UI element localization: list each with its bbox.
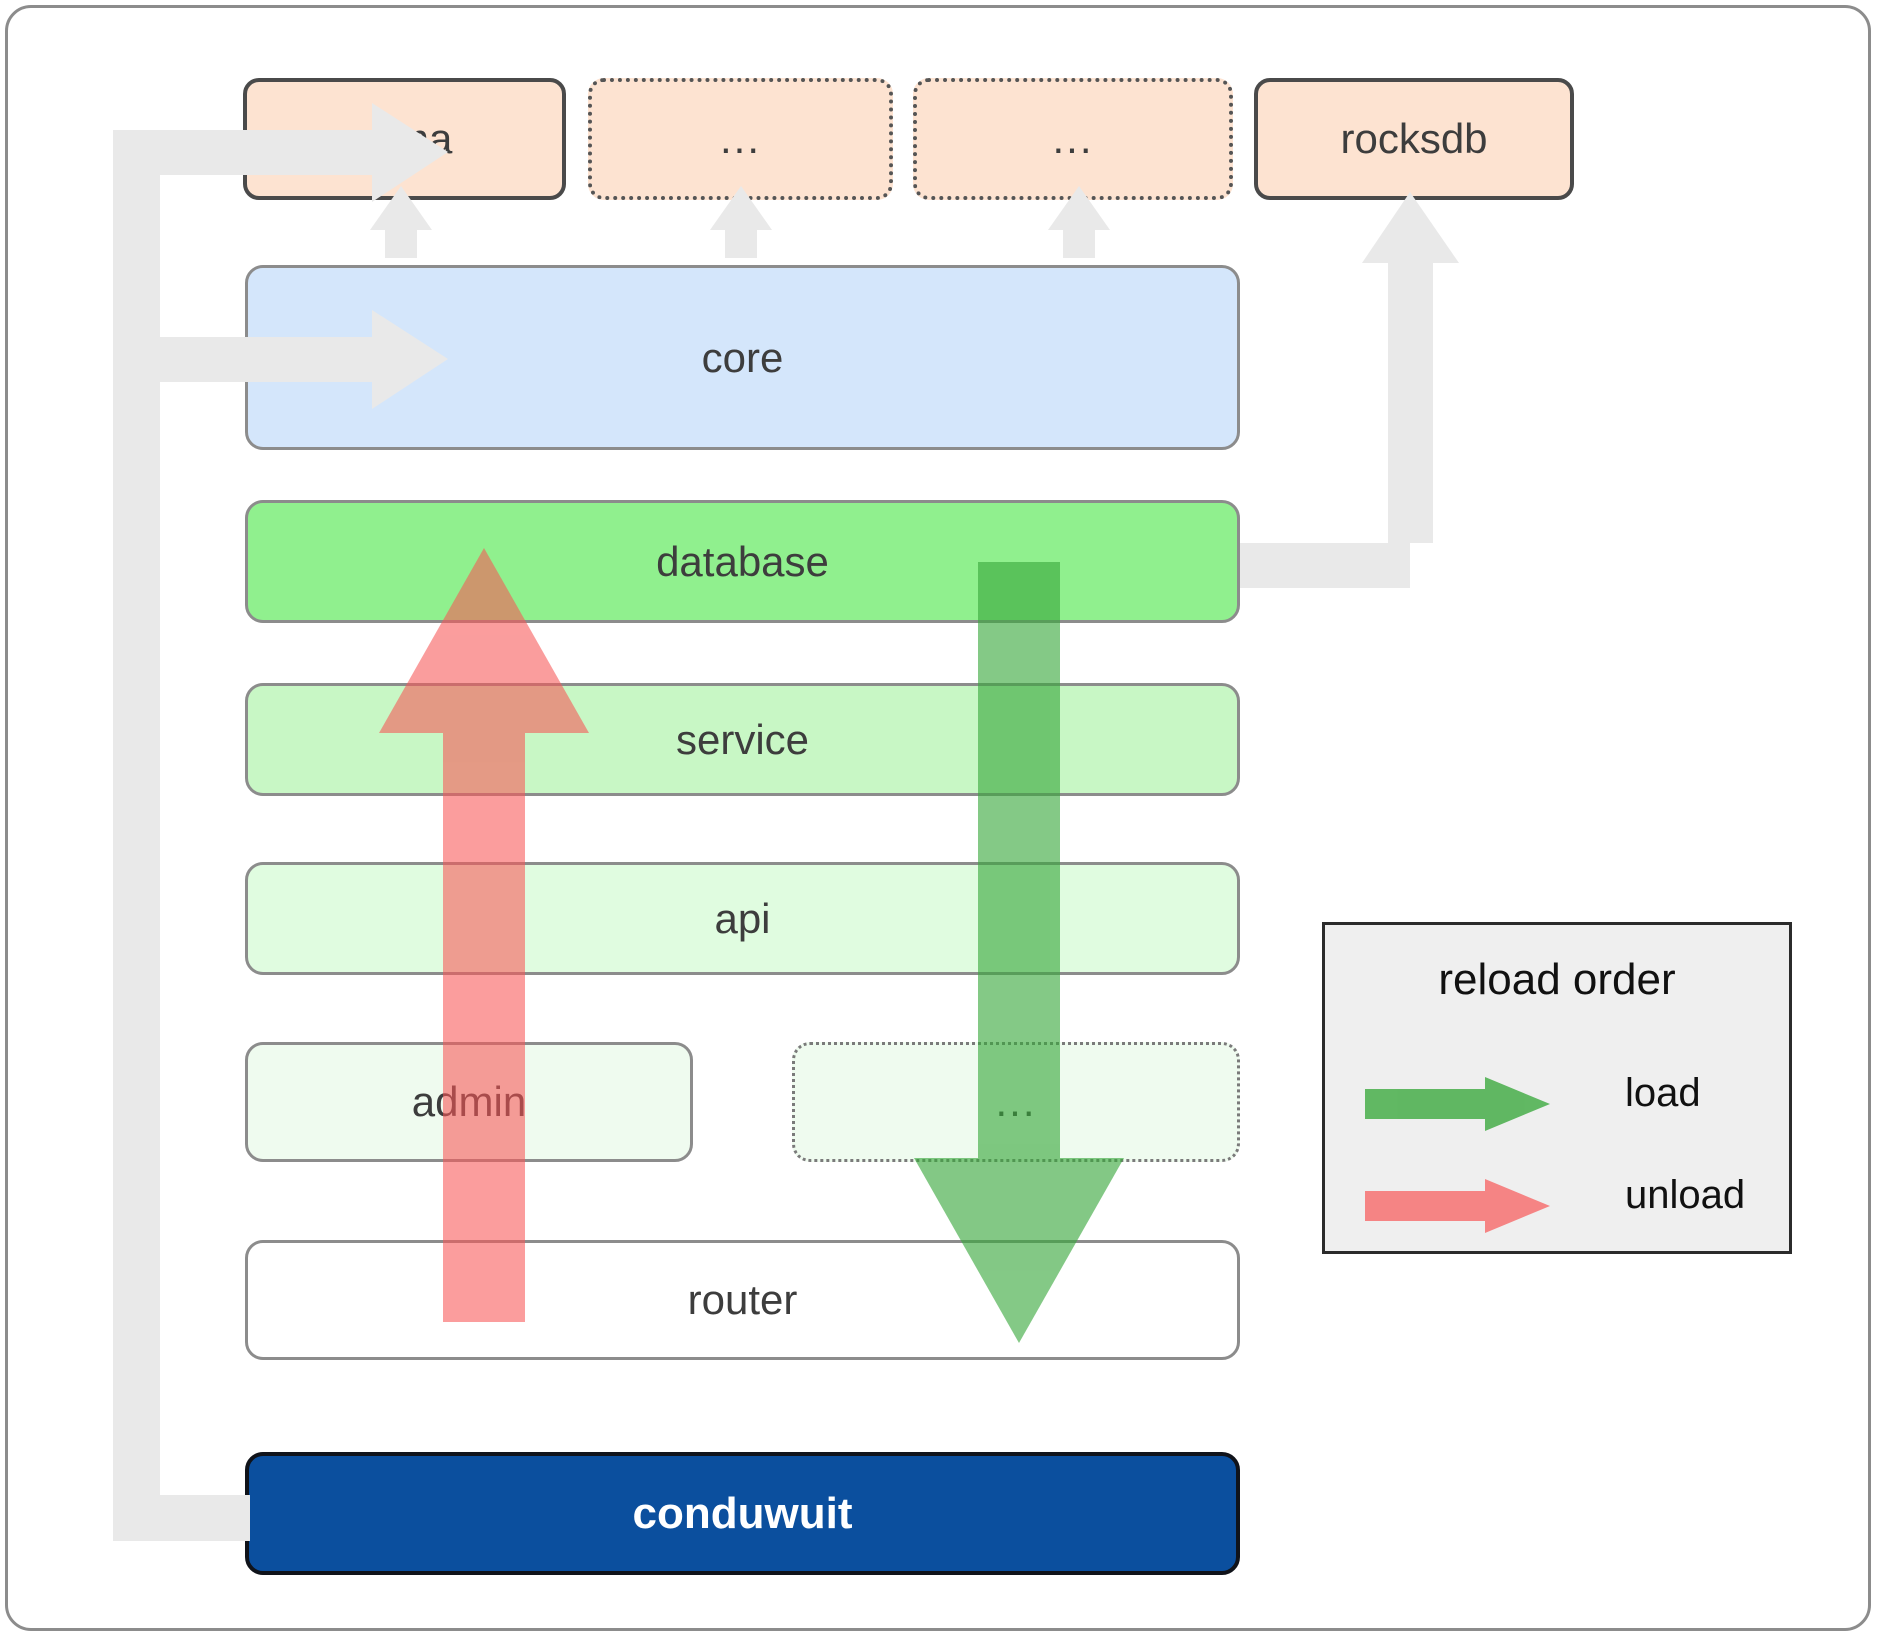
layer-label-router: router [687, 1276, 798, 1323]
legend-label-unload: unload [1625, 1173, 1746, 1217]
legend-load-arrow-icon [1365, 1077, 1550, 1131]
legend-unload-arrow-icon [1365, 1179, 1550, 1233]
layer-box-core[interactable]: core [245, 265, 1240, 450]
layer-label-core: core [701, 333, 784, 381]
layer-box-database[interactable]: database [245, 500, 1240, 623]
layer-label-more: ... [995, 1078, 1037, 1126]
legend-title: reload order [1438, 955, 1676, 1004]
root-box-conduwuit[interactable]: conduwuit [245, 1452, 1240, 1575]
root-label-conduwuit: conduwuit [632, 1488, 853, 1538]
dependency-label-ruma: ruma [356, 115, 453, 162]
dependency-box-rocksdb[interactable]: rocksdb [1254, 78, 1574, 200]
legend-panel: reload order load unload [1322, 922, 1792, 1254]
legend-label-load: load [1625, 1071, 1701, 1115]
layer-box-admin[interactable]: admin [245, 1042, 693, 1162]
layer-label-admin: admin [411, 1078, 527, 1125]
layer-box-router[interactable]: router [245, 1240, 1240, 1360]
layer-label-database: database [656, 537, 829, 585]
dependency-label-more-2: ... [1052, 115, 1094, 163]
legend-row-unload: unload [1325, 1165, 1789, 1245]
dependency-box-more-2[interactable]: ... [913, 78, 1233, 200]
layer-label-api: api [714, 894, 771, 942]
layer-label-service: service [675, 715, 810, 763]
legend-row-load: load [1325, 1063, 1789, 1143]
layer-box-service[interactable]: service [245, 683, 1240, 796]
diagram-frame [5, 5, 1871, 1631]
dependency-label-more-1: ... [719, 115, 761, 163]
dependency-label-rocksdb: rocksdb [1340, 115, 1488, 162]
dependency-box-ruma[interactable]: ruma [243, 78, 566, 200]
dependency-box-more-1[interactable]: ... [588, 78, 893, 200]
layer-box-more[interactable]: ... [792, 1042, 1240, 1162]
layer-box-api[interactable]: api [245, 862, 1240, 975]
